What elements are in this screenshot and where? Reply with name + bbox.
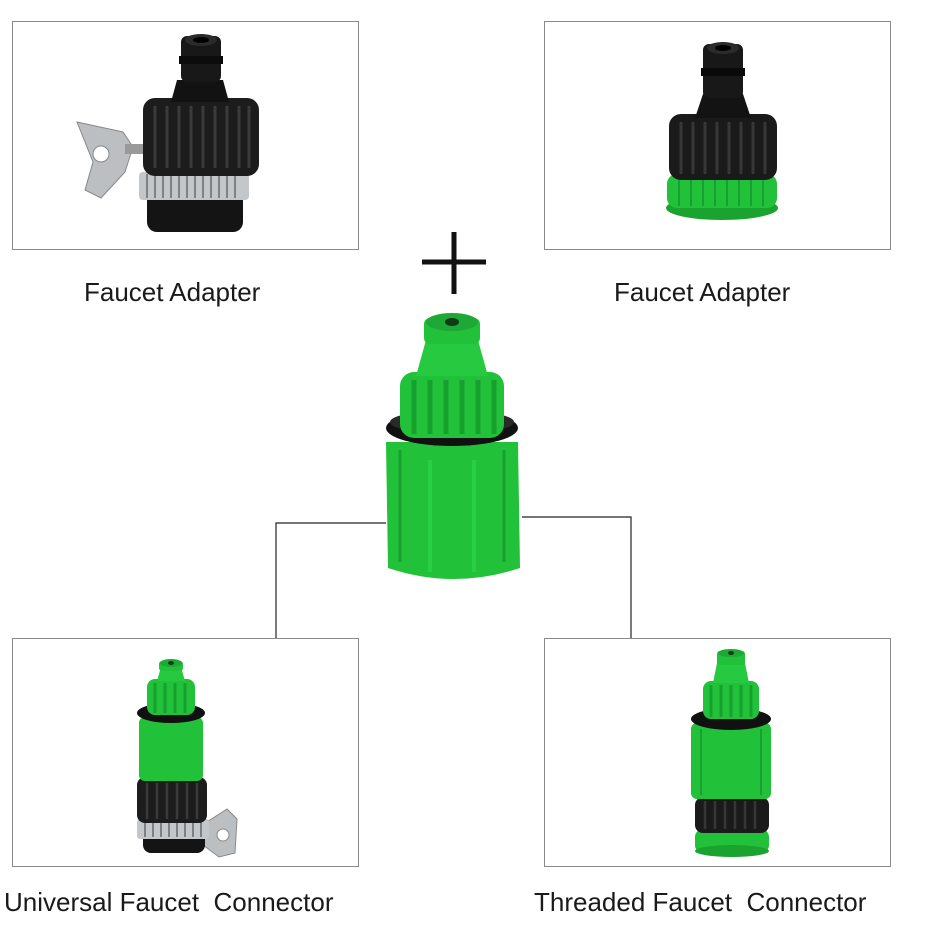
line-to-threaded: [522, 516, 632, 638]
photo-universal-faucet-connector: [12, 638, 359, 867]
plus-icon: [422, 232, 486, 294]
photo-threaded-faucet-adapter: [544, 21, 891, 250]
photo-universal-faucet-adapter: [12, 21, 359, 250]
photo-threaded-faucet-connector: [544, 638, 891, 867]
caption-faucet-adapter-left: Faucet Adapter: [84, 277, 261, 307]
caption-universal-faucet-connector: Universal Faucet Connector: [4, 887, 334, 917]
line-to-universal: [275, 522, 386, 638]
photo-green-quick-connector: [386, 313, 520, 579]
caption-threaded-faucet-connector: Threaded Faucet Connector: [534, 887, 867, 917]
caption-faucet-adapter-right: Faucet Adapter: [614, 277, 791, 307]
